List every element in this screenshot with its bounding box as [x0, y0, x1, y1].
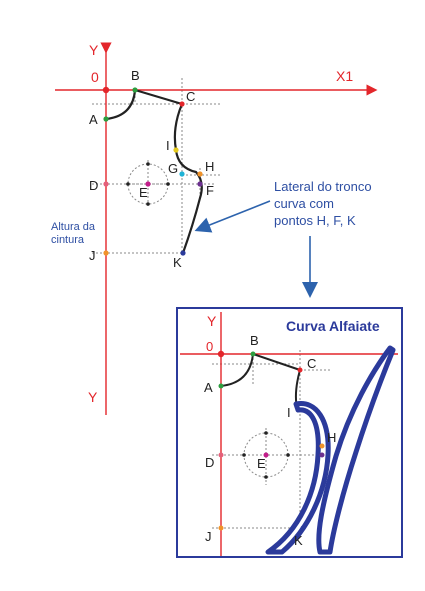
callout-line3: pontos H, F, K — [274, 213, 356, 228]
neckline-curve — [105, 89, 137, 121]
inset-panel: Curva Alfaiate — [176, 307, 403, 558]
origin-label: 0 — [91, 69, 99, 85]
point-f — [197, 181, 203, 187]
point-e — [145, 181, 151, 187]
point-k — [180, 250, 186, 256]
waist-label-line1: Altura da — [51, 221, 96, 233]
label-j: J — [89, 248, 96, 263]
inset-title: Curva Alfaiate — [286, 318, 380, 334]
inset-label-a: A — [204, 380, 213, 395]
inset-label-i: I — [287, 405, 291, 420]
inset-label-e: E — [257, 456, 266, 471]
inset-y-label: Y — [207, 313, 217, 329]
inset-label-c: C — [307, 356, 316, 371]
y-axis-bottom-label: Y — [88, 389, 98, 405]
point-d — [103, 181, 109, 187]
label-g: G — [168, 161, 178, 176]
point-h — [197, 171, 203, 177]
x-axis-label: X1 — [336, 68, 353, 84]
inset-origin-label: 0 — [206, 339, 213, 354]
y-axis-top-label: Y — [89, 42, 99, 58]
label-b: B — [131, 68, 140, 83]
label-h: H — [205, 159, 214, 174]
point-j — [103, 250, 109, 256]
label-k: K — [173, 255, 182, 270]
waist-label-line2: cintura — [51, 234, 85, 246]
point-a — [103, 116, 109, 122]
inset-label-k: K — [294, 533, 303, 548]
callout-line2: curva com — [274, 196, 334, 211]
armhole-curve — [173, 103, 203, 254]
inset-label-b: B — [250, 333, 259, 348]
inset-label-d: D — [205, 455, 214, 470]
point-b — [132, 87, 138, 93]
point-c — [179, 101, 185, 107]
pattern-curves — [105, 88, 203, 254]
callout-arrow-left — [194, 200, 271, 233]
tailor-curve-tool-inner — [265, 401, 331, 555]
guide-lines — [92, 78, 222, 254]
label-e: E — [139, 185, 148, 200]
points — [102, 86, 203, 256]
label-d: D — [89, 178, 98, 193]
label-c: C — [186, 89, 195, 104]
label-i: I — [166, 138, 170, 153]
circle-dot-top — [146, 162, 150, 166]
label-a: A — [89, 112, 98, 127]
tailor-curve-tool — [316, 345, 396, 555]
point-i — [173, 147, 179, 153]
inset-label-j: J — [205, 529, 212, 544]
point-g — [179, 171, 185, 177]
callout: Lateral do tronco curva com pontos H, F,… — [194, 179, 372, 298]
main-diagram: Y Y X1 0 A B C I G H D E F J K Altura da… — [51, 42, 378, 415]
circle-dot-right — [166, 182, 170, 186]
inset-label-h: H — [327, 430, 336, 445]
callout-line1: Lateral do tronco — [274, 179, 372, 194]
label-f: F — [206, 183, 214, 198]
point-origin — [102, 86, 110, 94]
shoulder-line — [134, 88, 183, 106]
circle-dot-bottom — [146, 202, 150, 206]
circle-dot-left — [126, 182, 130, 186]
